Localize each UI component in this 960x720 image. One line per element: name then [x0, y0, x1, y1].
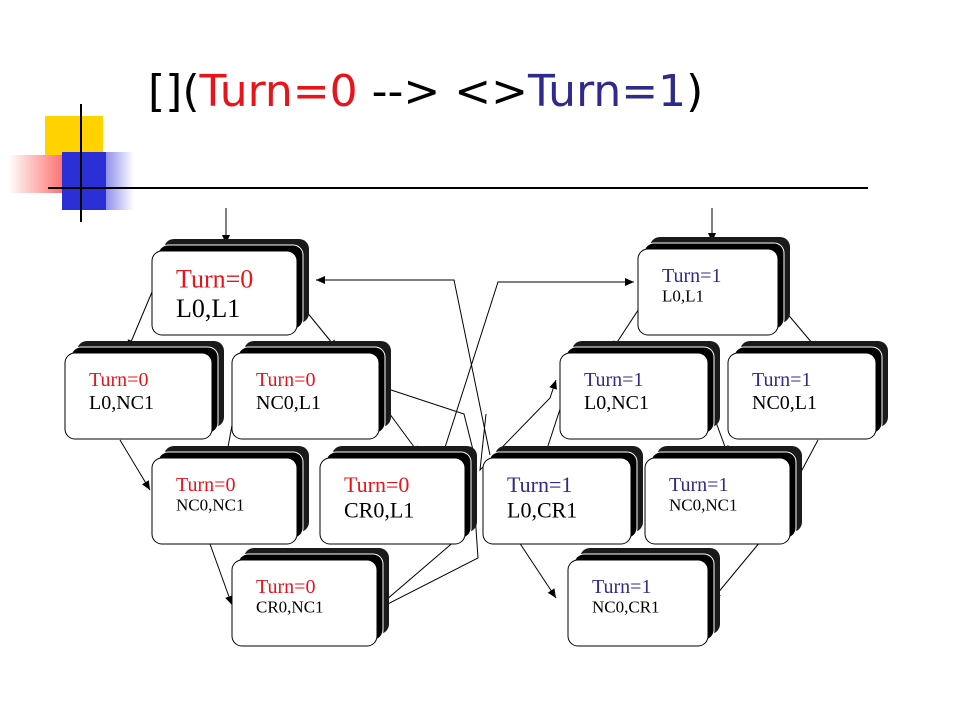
node-face: [151, 457, 298, 545]
node-turn-label: Turn=0: [89, 369, 148, 391]
node-face: [567, 559, 709, 647]
node-turn-label: Turn=1: [592, 576, 651, 598]
decor-blue-fade: [106, 152, 134, 210]
edge-t0-nc0-nc1-to-t0-cr0-nc1: [209, 543, 233, 606]
node-state-label: L0,NC1: [89, 392, 154, 414]
node-state-label: NC0,NC1: [176, 496, 244, 515]
state-node-t0-l0-l1: Turn=0L0,L1: [151, 239, 309, 336]
node-face: [231, 352, 380, 440]
node-turn-label: Turn=1: [752, 369, 811, 391]
title-arrow: --> <>: [357, 66, 528, 117]
node-turn-label: Turn=0: [176, 264, 253, 293]
title-consequent: Turn=1: [527, 66, 687, 117]
node-turn-label: Turn=1: [507, 472, 572, 497]
slide-title: [](Turn=0 --> <>Turn=1): [148, 62, 703, 122]
node-state-label: L0,L1: [662, 287, 704, 306]
node-face: [482, 457, 632, 545]
state-node-t1-l0-nc1: Turn=1L0,NC1: [559, 341, 720, 440]
node-turn-label: Turn=1: [662, 265, 721, 287]
node-state-label: NC0,NC1: [669, 496, 737, 515]
edge-t0-l0-nc1-to-t0-nc0-nc1: [119, 439, 151, 491]
node-face: [637, 248, 779, 336]
node-state-label: L0,NC1: [584, 392, 649, 414]
edges-layer: [119, 208, 819, 613]
node-face: [727, 352, 877, 440]
node-state-label: CR0,L1: [344, 497, 414, 522]
node-state-label: NC0,L1: [256, 392, 321, 414]
node-turn-label: Turn=0: [176, 474, 235, 496]
node-turn-label: Turn=0: [256, 369, 315, 391]
node-face: [319, 457, 466, 545]
node-state-label: L0,CR1: [507, 497, 577, 522]
node-face: [64, 352, 213, 440]
edge-t0-l0-l1-to-t0-l0-nc1: [127, 291, 153, 350]
node-face: [151, 250, 298, 336]
node-turn-label: Turn=1: [669, 474, 728, 496]
title-suffix: ): [686, 66, 704, 117]
title-antecedent: Turn=0: [199, 66, 358, 117]
edge-t0-cr0-l1-to-t1-l0-l1: [431, 278, 634, 489]
node-state-label: NC0,L1: [752, 392, 817, 414]
node-face: [644, 457, 791, 545]
edge-t1-l0-cr1-to-t0-l0-l1: [316, 276, 491, 456]
title-underline-rule: [48, 187, 868, 189]
nodes-layer: Turn=0L0,L1Turn=0L0,NC1Turn=0NC0,L1Turn=…: [64, 237, 888, 647]
node-turn-label: Turn=0: [256, 576, 315, 598]
decor-blue-square: [62, 152, 106, 210]
node-state-label: L0,L1: [176, 294, 240, 323]
state-node-t0-l0-nc1: Turn=0L0,NC1: [64, 341, 224, 440]
node-face: [231, 559, 378, 647]
node-turn-label: Turn=0: [344, 472, 409, 497]
edge-t1-nc0-cr1-to-t0-nc0-l1: [479, 379, 557, 472]
node-face: [559, 352, 709, 440]
node-state-label: NC0,CR1: [592, 598, 660, 617]
edge-t1-l0-cr1-to-t1-nc0-cr1: [518, 541, 557, 599]
state-node-t1-l0-l1: Turn=1L0,L1: [637, 237, 790, 336]
state-node-t1-l0-cr1: Turn=1L0,CR1: [482, 446, 643, 545]
title-prefix: [](: [148, 66, 200, 117]
node-state-label: CR0,NC1: [256, 598, 324, 617]
node-turn-label: Turn=1: [584, 369, 643, 391]
decor-vertical-rule: [80, 104, 82, 222]
